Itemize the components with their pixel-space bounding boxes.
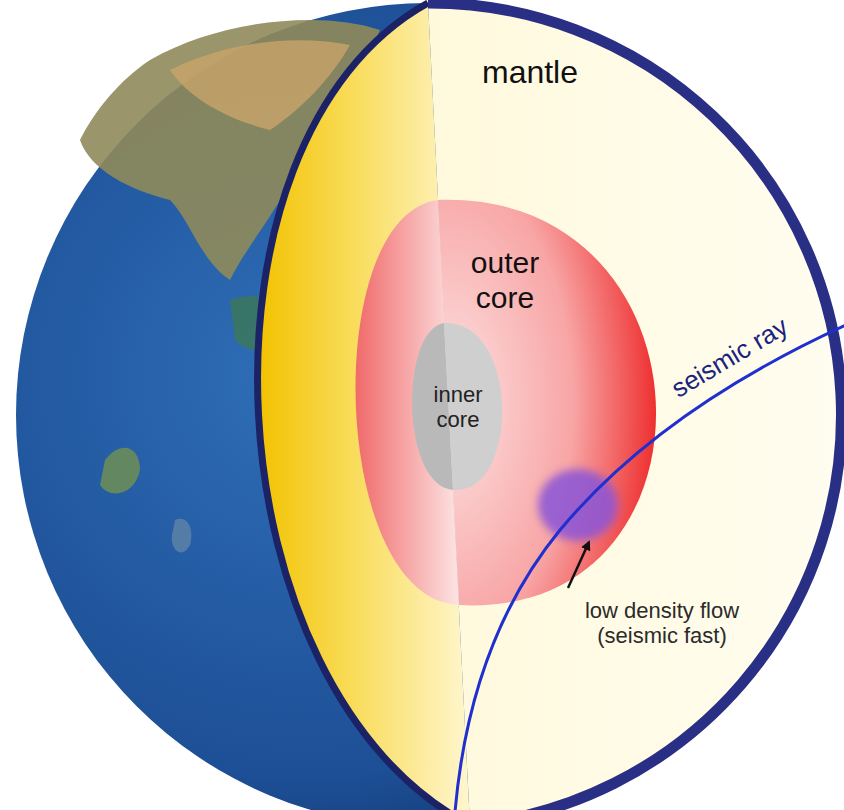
region-label: mantle [482, 54, 578, 91]
region-node: inner core [405, 320, 510, 495]
island [100, 448, 140, 494]
region-label: outer core [471, 246, 539, 315]
callout-label: low density flow (seismic fast) [557, 598, 767, 649]
seamount [172, 519, 192, 553]
leader-arrow [568, 542, 589, 588]
region-node: outer core inner core [330, 195, 670, 610]
seismic-ray-line [455, 325, 844, 810]
globe-rim [428, 3, 841, 810]
mantle-right-face [428, 3, 841, 810]
region-label: inner core [434, 382, 483, 433]
region-node: mantleouter coreinner core [450, 20, 840, 810]
ray-label: seismic ray [667, 312, 794, 404]
